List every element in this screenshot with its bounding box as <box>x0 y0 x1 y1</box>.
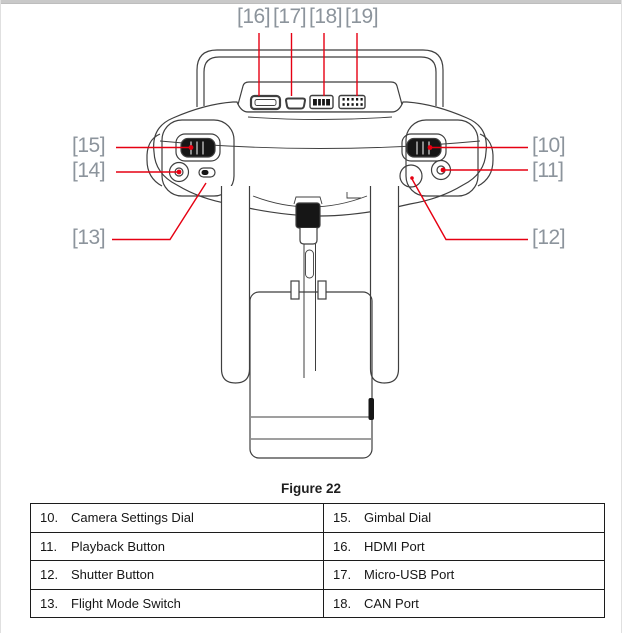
part-number: 18. <box>333 595 352 611</box>
callout-16: [16] <box>237 5 271 28</box>
can-port-icon <box>309 94 334 110</box>
right-shoulder-panel <box>405 119 479 197</box>
callout-15: [15] <box>72 134 106 157</box>
table-row: 11. Playback Button 16. HDMI Port <box>31 532 604 561</box>
table-cell: 12. Shutter Button <box>31 561 324 589</box>
part-number: 11. <box>40 538 58 554</box>
table-cell: 16. HDMI Port <box>324 533 604 561</box>
controller-line-art <box>112 33 528 459</box>
table-cell: 18. CAN Port <box>324 590 604 618</box>
leader-lines <box>112 33 528 241</box>
part-number: 12. <box>40 567 59 583</box>
page-left-border <box>0 0 1 633</box>
table-cell: 11. Playback Button <box>31 532 324 560</box>
table-cell: 15. Gimbal Dial <box>324 504 604 532</box>
callout-18: [18] <box>309 5 343 28</box>
part-number: 10. <box>40 510 59 526</box>
hdmi-port-icon <box>249 94 282 111</box>
table-row: 10. Camera Settings Dial 15. Gimbal Dial <box>31 504 604 533</box>
part-label: Flight Mode Switch <box>71 595 181 611</box>
part-number: 15. <box>333 510 352 526</box>
part-label: Camera Settings Dial <box>71 510 194 526</box>
part-label: Playback Button <box>71 538 165 554</box>
callout-14: [14] <box>72 159 106 182</box>
left-antenna-icon <box>220 186 251 384</box>
callout-10: [10] <box>532 134 566 157</box>
parts-table: 10. Camera Settings Dial 15. Gimbal Dial… <box>30 503 605 618</box>
flight-mode-switch-icon <box>198 167 216 178</box>
table-cell: 17. Micro-USB Port <box>324 561 604 589</box>
table-cell: 10. Camera Settings Dial <box>31 504 324 532</box>
part-number: 13. <box>40 595 59 611</box>
part-label: CAN Port <box>364 595 419 611</box>
part-label: Micro-USB Port <box>364 567 455 583</box>
device-clamp-icon <box>293 196 323 245</box>
table-row: 12. Shutter Button 17. Micro-USB Port <box>31 561 604 590</box>
callout-13: [13] <box>72 226 106 249</box>
part-label: HDMI Port <box>364 538 425 554</box>
right-antenna-icon <box>369 186 400 384</box>
callout-12: [12] <box>532 226 566 249</box>
gimbal-dial-icon <box>175 133 221 162</box>
micro-usb-port-icon <box>284 97 307 110</box>
figure-caption: Figure 22 <box>280 481 342 496</box>
part-label: Shutter Button <box>71 567 155 583</box>
carry-handle-icon <box>196 49 444 107</box>
multi-pin-port-icon <box>338 94 366 110</box>
part-number: 17. <box>333 567 352 583</box>
part-number: 16. <box>333 538 352 554</box>
table-row: 13. Flight Mode Switch 18. CAN Port <box>31 589 604 618</box>
mobile-device-holder-icon <box>249 280 374 459</box>
shutter-button-icon <box>399 164 423 188</box>
right-ear-hook <box>477 133 494 187</box>
callout-11: [11] <box>532 159 564 182</box>
remote-controller-diagram: [16] [17] [18] [19] [15] [14] [13] [10] … <box>72 5 566 459</box>
callout-19: [19] <box>345 5 379 28</box>
page-top-border <box>0 0 622 4</box>
left-ear-hook <box>146 133 163 187</box>
table-cell: 13. Flight Mode Switch <box>31 589 324 617</box>
callout-17: [17] <box>273 5 307 28</box>
part-label: Gimbal Dial <box>364 510 432 526</box>
holder-pole <box>303 244 316 378</box>
